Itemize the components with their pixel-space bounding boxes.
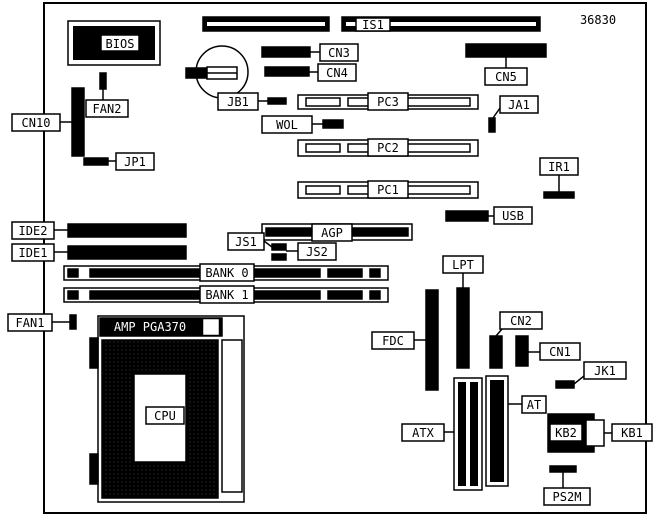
jb1-jumper: JB1 — [217, 92, 287, 111]
fdc-label: FDC — [382, 334, 404, 348]
cn2-connector: CN2 — [489, 311, 543, 369]
ide1-label: IDE1 — [19, 246, 48, 260]
cpu-label: CPU — [154, 409, 176, 423]
usb-connector: USB — [445, 206, 533, 225]
cn3-label: CN3 — [328, 46, 350, 60]
lpt-label: LPT — [452, 258, 474, 272]
ir1-label: IR1 — [548, 160, 570, 174]
cn10-connector: CN10 — [11, 87, 85, 157]
cn4-label: CN4 — [326, 66, 348, 80]
jk1-jumper: JK1 — [555, 361, 627, 389]
dimm-bank0: BANK 0 — [63, 263, 389, 282]
kb1-port: KB2 KB1 — [547, 413, 653, 453]
agp-label: AGP — [321, 226, 343, 240]
battery — [185, 45, 249, 99]
is1-label: IS1 — [362, 18, 384, 32]
bank0-label: BANK 0 — [205, 266, 248, 280]
socket-label: AMP PGA370 — [114, 320, 186, 334]
cn5-connector: CN5 — [465, 43, 547, 86]
ir1-connector: IR1 — [539, 157, 579, 199]
atx-label: ATX — [412, 426, 434, 440]
at-label: AT — [527, 398, 541, 412]
pci-slot-pc1: PC1 — [297, 180, 479, 199]
usb-label: USB — [502, 209, 524, 223]
isa-slot-left — [202, 16, 330, 32]
pci-slot-pc3: PC3 — [297, 92, 479, 111]
fdc-connector: FDC — [371, 289, 439, 391]
lpt-label-box: LPT — [442, 255, 484, 288]
ja1-jumper: JA1 — [488, 95, 539, 133]
jb1-label: JB1 — [227, 95, 249, 109]
diagram-id: 36830 — [580, 13, 616, 27]
lpt-connector — [456, 287, 470, 369]
js2-label: JS2 — [306, 245, 328, 259]
kb1-label: KB1 — [621, 426, 643, 440]
ide2-label: IDE2 — [19, 224, 48, 238]
bios-label: BIOS — [106, 37, 135, 51]
fan2-connector: FAN2 — [85, 72, 129, 118]
jp1-jumper: JP1 — [83, 152, 155, 171]
jk1-label: JK1 — [594, 364, 616, 378]
ide1-connector: IDE1 — [11, 243, 187, 262]
kb2-label: KB2 — [555, 426, 577, 440]
cn2-label: CN2 — [510, 314, 532, 328]
isa-slot-is1: IS1 — [341, 16, 541, 32]
fan1-label: FAN1 — [16, 316, 45, 330]
js2-jumper: JS2 — [271, 242, 337, 261]
at-power-connector: AT — [485, 375, 547, 487]
cn1-label: CN1 — [549, 345, 571, 359]
wol-label: WOL — [276, 118, 298, 132]
bank1-label: BANK 1 — [205, 288, 248, 302]
fan2-label: FAN2 — [93, 102, 122, 116]
cn3-connector: CN3 — [261, 43, 359, 62]
ide2-connector: IDE2 — [11, 221, 187, 240]
cn10-label: CN10 — [22, 116, 51, 130]
pc2-label: PC2 — [377, 141, 399, 155]
cn5-label: CN5 — [495, 70, 517, 84]
wol-connector: WOL — [261, 115, 344, 134]
cn1-connector: CN1 — [515, 335, 581, 367]
ps2m-connector: PS2M — [543, 465, 591, 506]
cn4-connector: CN4 — [264, 63, 357, 82]
atx-power-connector: ATX — [401, 377, 483, 491]
ja1-label: JA1 — [508, 98, 530, 112]
js1-jumper: JS1 — [227, 232, 287, 251]
ps2m-label: PS2M — [553, 490, 582, 504]
bios-chip: BIOS — [67, 20, 161, 66]
pc3-label: PC3 — [377, 95, 399, 109]
cpu-socket: AMP PGA370 CPU — [89, 315, 245, 503]
dimm-bank1: BANK 1 — [63, 285, 389, 304]
pci-slot-pc2: PC2 — [297, 138, 479, 157]
jp1-label: JP1 — [124, 155, 146, 169]
pc1-label: PC1 — [377, 183, 399, 197]
js1-label: JS1 — [235, 235, 257, 249]
fan1-connector: FAN1 — [7, 313, 77, 332]
agp-slot: AGP — [261, 223, 413, 242]
